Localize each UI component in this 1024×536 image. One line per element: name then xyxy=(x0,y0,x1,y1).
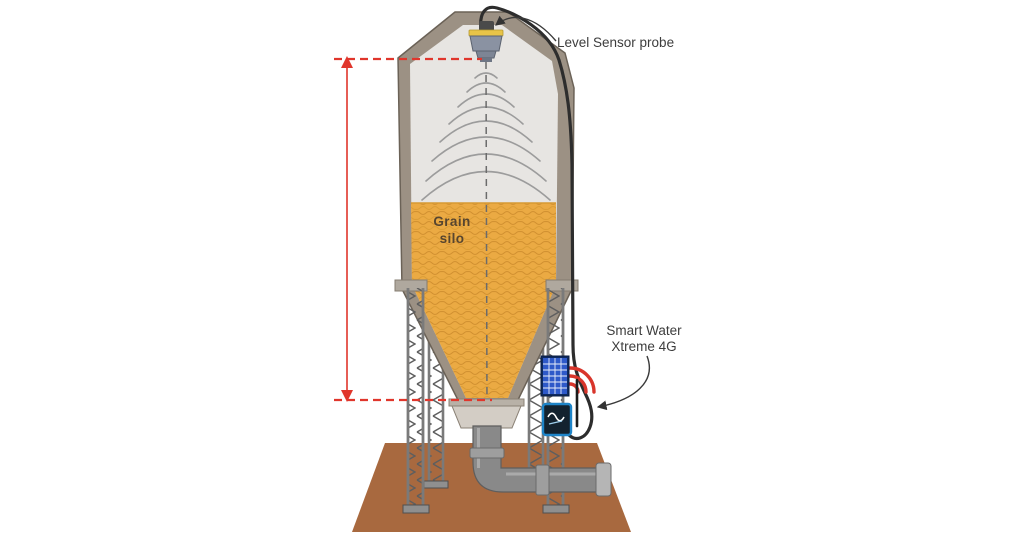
dimension-arrow-top xyxy=(341,56,353,68)
wave-arc xyxy=(466,82,506,93)
pipe-coupling xyxy=(535,464,550,496)
dimension-arrow-bottom xyxy=(341,390,353,402)
probe-lower xyxy=(475,50,497,59)
wave-arc xyxy=(474,72,498,79)
label-grain-silo: Grain silo xyxy=(433,214,470,246)
level-sensor-probe xyxy=(468,21,504,62)
label-device: Smart Water Xtreme 4G xyxy=(606,323,682,354)
discharge-collar xyxy=(448,398,525,429)
probe-body xyxy=(469,35,503,52)
grain-fill xyxy=(411,202,556,398)
center-dashed-line xyxy=(485,61,488,409)
leader-arrow-level-sensor xyxy=(495,15,557,42)
telemetry-device xyxy=(540,355,596,437)
cable-gland xyxy=(479,21,494,31)
svg-text:silo: silo xyxy=(440,231,465,246)
dimension-line xyxy=(334,56,492,402)
leader-arrow-device xyxy=(596,355,650,411)
foot-plate xyxy=(423,480,449,489)
svg-text:Smart Water: Smart Water xyxy=(606,323,682,338)
discharge-pipe xyxy=(469,425,612,497)
foot-plate xyxy=(542,504,570,514)
wave-arc xyxy=(439,120,533,143)
solar-panel xyxy=(540,355,570,397)
foot-plate xyxy=(402,504,430,514)
logger-box xyxy=(541,402,573,437)
pipe-coupling xyxy=(469,447,505,459)
pipe-outlet xyxy=(595,462,612,497)
leg-front-left xyxy=(402,288,430,514)
svg-text:Xtreme 4G: Xtreme 4G xyxy=(611,339,676,354)
probe-cable xyxy=(479,5,594,441)
probe-tip xyxy=(480,58,492,62)
label-level-sensor: Level Sensor probe xyxy=(557,35,674,50)
probe-band xyxy=(468,29,504,37)
wave-arc xyxy=(431,136,541,162)
logger-emblem xyxy=(547,412,565,422)
svg-text:Grain: Grain xyxy=(433,214,470,229)
